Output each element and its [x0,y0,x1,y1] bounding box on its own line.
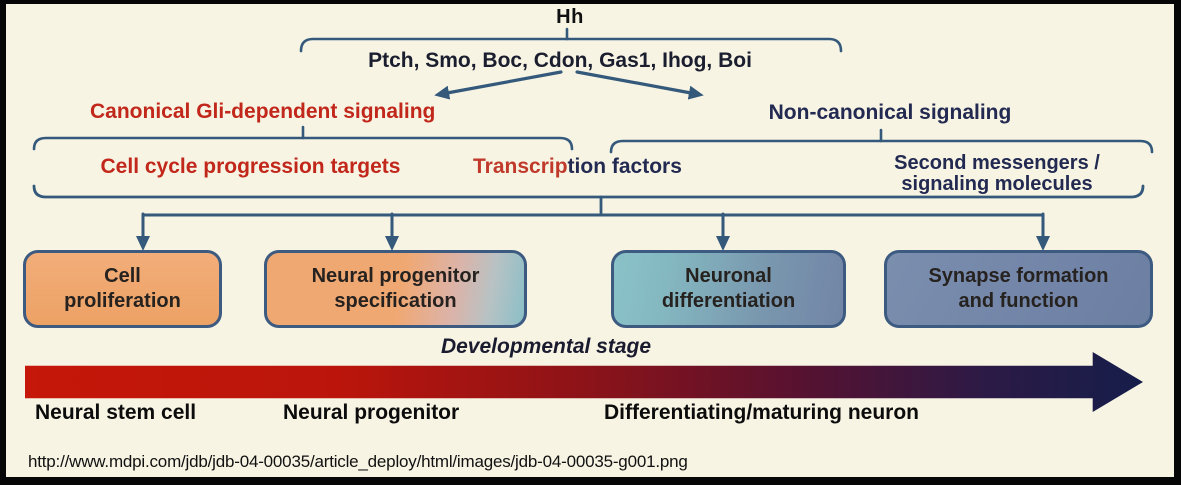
transcription-factors-navy-part: tion factors [567,155,682,178]
second-messengers-label: Second messengers / signaling molecules [843,153,1151,195]
outcome-box-line1: Neuronal [685,265,772,287]
stage-label-neural-progenitor: Neural progenitor [283,401,460,424]
bracket-hh [299,27,843,53]
split-arrow-left-icon [434,70,563,100]
bracket-outcomes [32,184,1145,217]
cell-cycle-targets-label: Cell cycle progression targets [100,155,401,178]
root-label-hh: Hh [556,6,584,28]
bracket-canonical [32,125,574,151]
second-messengers-line2: signaling molecules [901,173,1093,195]
outcome-box-line1: Cell [104,265,141,287]
second-messengers-line1: Second messengers / [894,152,1100,174]
canonical-signaling-label: Canonical Gli-dependent signaling [90,100,436,123]
outcome-box-synapse-formation: Synapse formation and function [884,250,1153,328]
noncanonical-signaling-label: Non-canonical signaling [768,101,1012,124]
outcome-box-neuronal-differentiation: Neuronal differentiation [611,250,846,328]
stage-label-differentiating-neuron: Differentiating/maturing neuron [604,401,919,424]
outcome-box-line2: specification [334,290,457,312]
transcription-factors-red-part: Transcrip [473,155,568,178]
outcome-box-line1: Neural progenitor [311,265,480,287]
source-url-text: http://www.mdpi.com/jdb/jdb-04-00035/art… [28,452,688,471]
outcome-box-line1: Synapse formation [928,265,1109,287]
stage-label-neural-stem-cell: Neural stem cell [35,401,197,424]
receptors-label: Ptch, Smo, Boc, Cdon, Gas1, Ihog, Boi [368,49,752,72]
outcome-box-line2: and function [958,290,1079,312]
outcome-box-line2: proliferation [64,290,181,312]
transcription-factors-label: Transcription factors [473,155,682,179]
outcome-box-neural-progenitor-specification: Neural progenitor specification [264,250,527,328]
bracket-noncanonical [609,128,1154,154]
outcome-box-cell-proliferation: Cell proliferation [23,250,222,328]
outcome-box-line2: differentiation [661,290,796,312]
developmental-stage-title: Developmental stage [440,335,652,358]
split-arrow-right-icon [575,70,704,100]
